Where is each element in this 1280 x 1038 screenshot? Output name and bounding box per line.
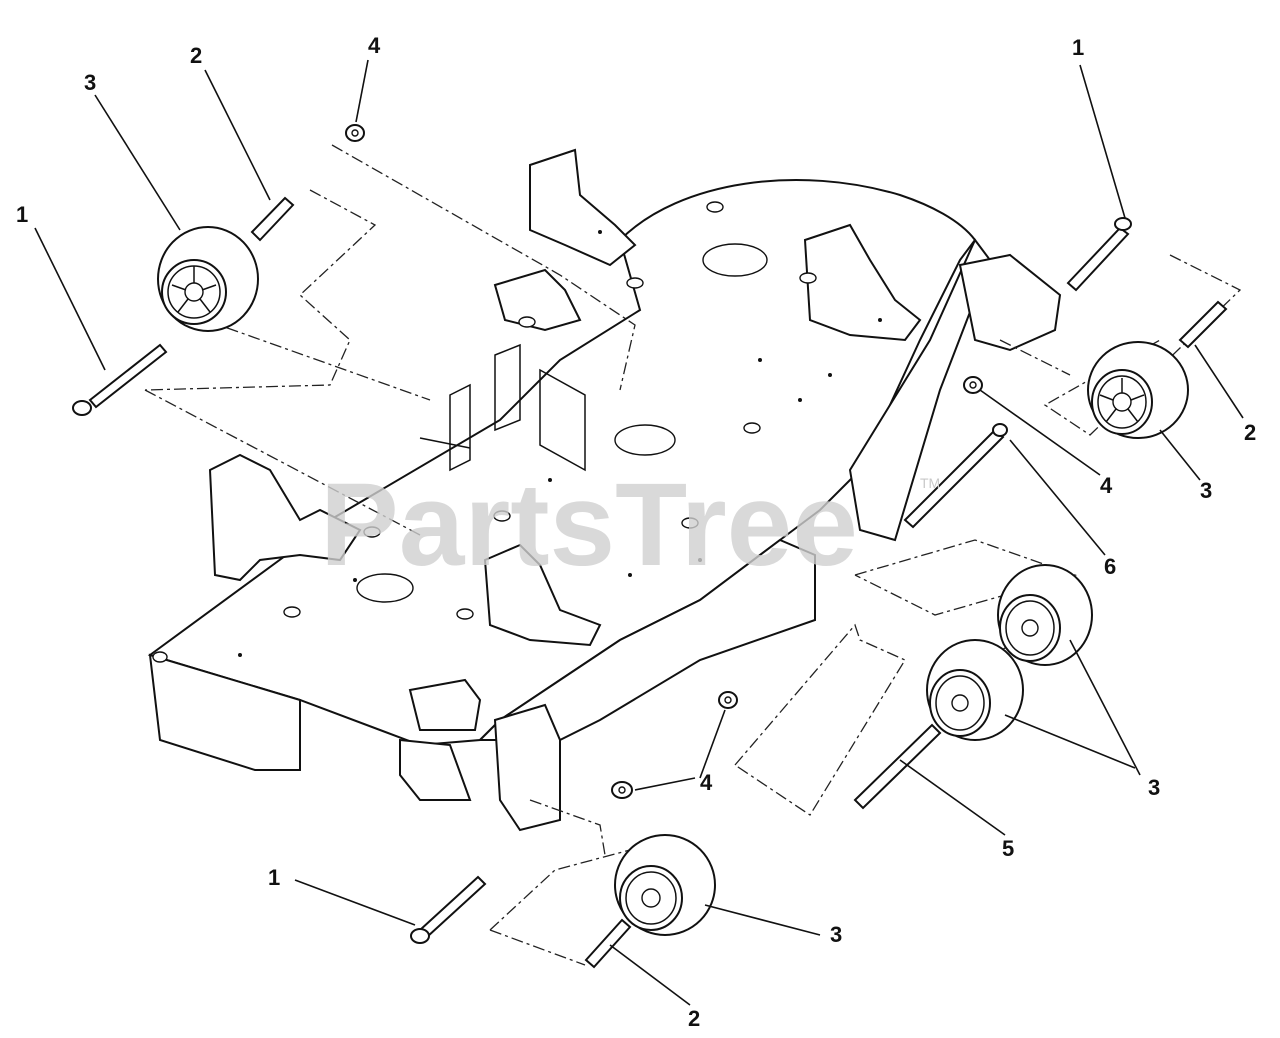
bolt-bottom[interactable]	[410, 875, 487, 944]
callout-3-pair: 3	[1148, 775, 1160, 800]
deck-frame	[147, 148, 1062, 832]
bolt-top-right[interactable]	[1066, 217, 1132, 292]
callout-5: 5	[1002, 836, 1014, 861]
deck-wheel-pair-front[interactable]	[926, 639, 1024, 741]
nut-right[interactable]	[963, 376, 983, 394]
callout-3-top-left: 3	[84, 70, 96, 95]
callout-2-right: 2	[1244, 420, 1256, 445]
assembly-lines	[144, 144, 1242, 966]
callout-4-right: 4	[1100, 473, 1113, 498]
callout-3-bottom: 3	[830, 922, 842, 947]
callout-6: 6	[1104, 554, 1116, 579]
deck-wheel-top-left[interactable]	[157, 226, 259, 332]
callout-2-bottom: 2	[688, 1006, 700, 1031]
callout-3-right: 3	[1200, 478, 1212, 503]
deck-wheel-right[interactable]	[1087, 341, 1189, 439]
nut-center[interactable]	[718, 691, 738, 709]
svg-text:PartsTree: PartsTree	[320, 459, 858, 591]
leader-lines	[34, 59, 1244, 1006]
spacer-pin-top[interactable]	[250, 196, 295, 242]
callout-2-top: 2	[190, 43, 202, 68]
nut-bottom[interactable]	[611, 781, 633, 799]
axle-pin[interactable]	[853, 723, 942, 810]
callout-labels: 1 2 3 4 1 2 3 4 6 3 5 4 1 3 2	[16, 33, 1256, 1031]
long-bolt[interactable]	[903, 423, 1008, 529]
callout-4-top: 4	[368, 33, 381, 58]
nut-top[interactable]	[345, 124, 365, 142]
callout-1-left: 1	[16, 202, 28, 227]
watermark: PartsTree TM	[320, 459, 940, 591]
bolt-left[interactable]	[72, 343, 168, 416]
deck-wheel-pair-rear[interactable]	[997, 564, 1093, 666]
svg-text:TM: TM	[920, 475, 940, 491]
spacer-pin-right[interactable]	[1178, 300, 1228, 349]
spacer-pin-bottom[interactable]	[584, 918, 632, 969]
callout-1-bottom: 1	[268, 865, 280, 890]
deck-wheel-bottom[interactable]	[614, 834, 716, 936]
callout-4-bottom: 4	[700, 770, 713, 795]
callout-1-top-right: 1	[1072, 35, 1084, 60]
